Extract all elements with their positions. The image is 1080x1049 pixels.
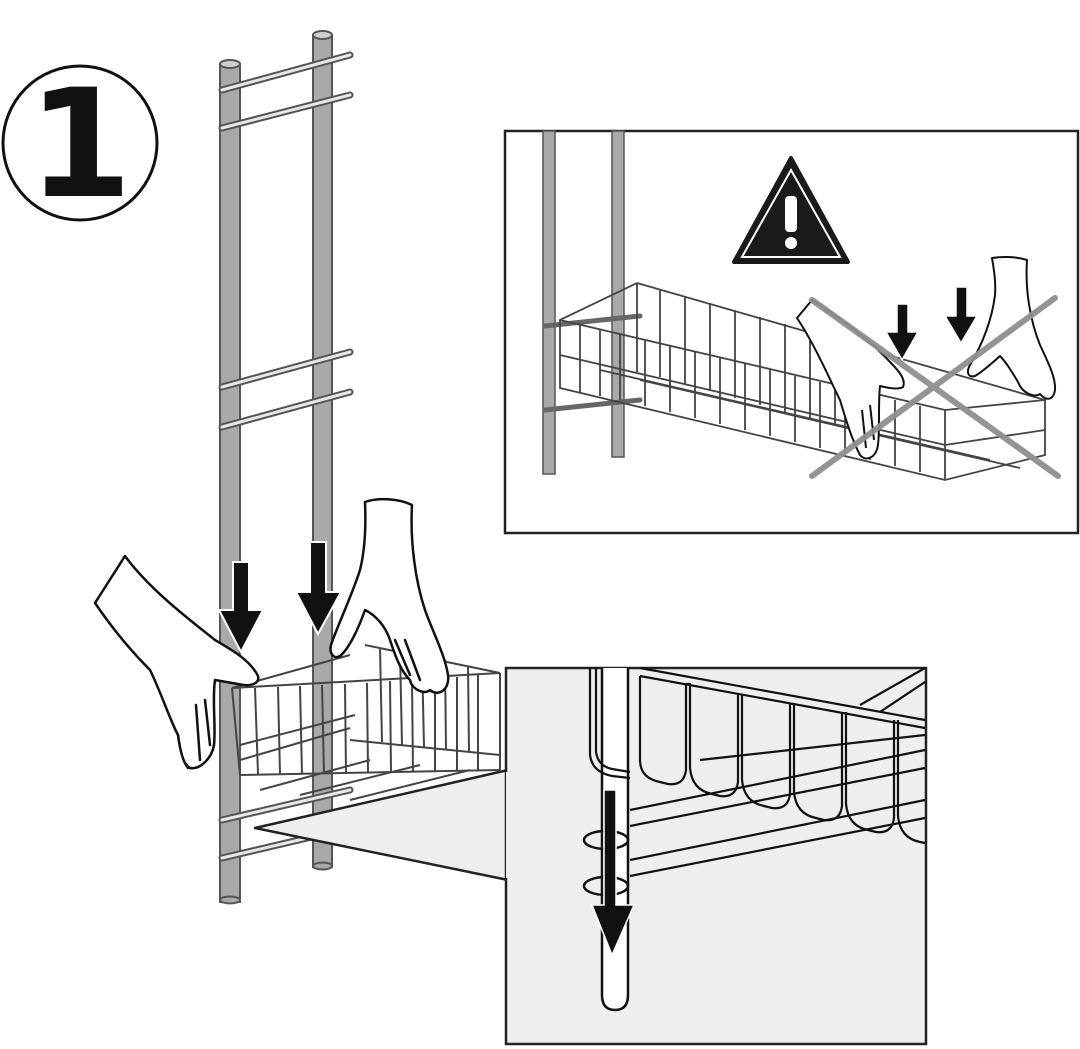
cross-out-icon xyxy=(809,295,1061,479)
main-rods xyxy=(218,30,354,905)
down-arrow-right-icon xyxy=(294,541,343,637)
down-arrow-left-icon xyxy=(217,561,265,655)
rod-left xyxy=(219,63,241,903)
warning-inset xyxy=(503,129,1080,535)
right-hand xyxy=(329,497,450,694)
warning-triangle-icon xyxy=(732,156,850,264)
step-number: 1 xyxy=(28,58,132,232)
detail-inset xyxy=(253,666,928,1046)
warning-down-arrows xyxy=(884,286,979,362)
warning-arrow-right-icon xyxy=(943,286,979,345)
callout-pointer xyxy=(253,768,510,882)
detail-down-arrow-icon xyxy=(590,789,636,957)
down-arrows xyxy=(217,541,343,655)
main-basket xyxy=(231,644,501,801)
warning-arrow-left-icon xyxy=(884,303,920,362)
warning-left-hand xyxy=(796,299,905,460)
detail-basket xyxy=(629,666,926,878)
left-hand xyxy=(93,554,260,770)
warning-basket xyxy=(559,282,1046,481)
detail-rod xyxy=(582,668,636,1012)
step-badge: 1 xyxy=(1,58,159,232)
